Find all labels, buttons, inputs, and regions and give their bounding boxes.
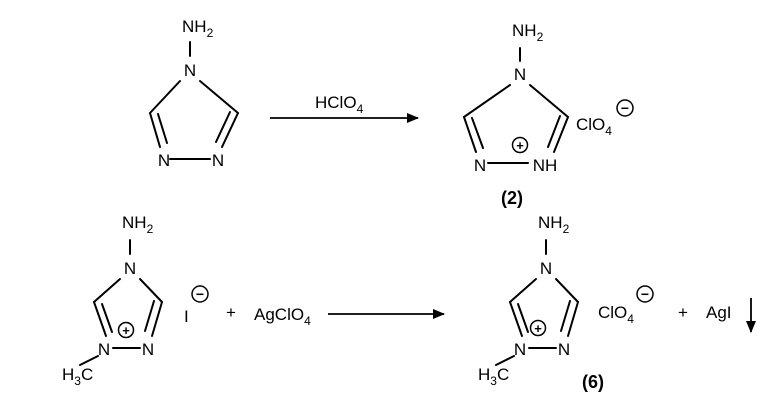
ring-nitrogen-n1: N (98, 340, 110, 359)
methyl-triazolium-ring-bonds (79, 239, 163, 366)
triazolium-ring-bonds (463, 47, 569, 164)
ring-nitrogen-nh: NH (533, 156, 558, 175)
product-2-triazolium-perchlorate: NH2 N N NH + ClO4 − (2) (463, 21, 634, 208)
reagent-hclo4: HClO4 (315, 93, 364, 116)
counter-ion-perchlorate: ClO4 (598, 303, 634, 326)
negative-charge-icon (191, 285, 209, 303)
reactant-methyl-triazolium-iodide: NH2 N N N + H3C I − (62, 213, 209, 388)
counter-ion-iodide: I (184, 307, 189, 326)
ring-nitrogen-n2: N (558, 340, 570, 359)
plus-sign: + (678, 303, 688, 322)
negative-charge-sign: − (621, 100, 629, 116)
triazole-ring-bonds (149, 41, 239, 160)
reagent-agclo4: AgClO4 (254, 305, 311, 328)
ring-nitrogen-n2: N (212, 151, 224, 170)
counter-ion-perchlorate: ClO4 (576, 115, 612, 138)
negative-charge-sign: − (196, 286, 204, 302)
ring-nitrogen-n1: N (474, 156, 486, 175)
ring-nitrogen-n4: N (540, 259, 552, 278)
positive-charge-icon (511, 136, 529, 154)
positive-charge-sign: + (516, 138, 524, 153)
product-6-methyl-triazolium-perchlorate: NH2 N N N + H3C ClO4 − + AgI (6) (478, 213, 756, 392)
amino-group-label: NH2 (182, 17, 214, 40)
compound-label-2: (2) (501, 188, 523, 208)
negative-charge-icon (636, 285, 654, 303)
amino-group-label: NH2 (512, 21, 544, 44)
plus-sign: + (226, 303, 236, 322)
positive-charge-sign: + (122, 323, 130, 338)
compound-label-6: (6) (582, 372, 604, 392)
positive-charge-icon (117, 321, 135, 339)
ring-nitrogen-n4: N (184, 61, 196, 80)
methyl-triazolium-ring-bonds (495, 239, 579, 366)
ring-nitrogen-n1: N (514, 340, 526, 359)
positive-charge-icon (529, 319, 547, 337)
byproduct-agi: AgI (706, 303, 732, 322)
methyl-group-label: H3C (478, 365, 509, 388)
ring-nitrogen-n1: N (158, 151, 170, 170)
ring-nitrogen-n2: N (142, 340, 154, 359)
negative-charge-sign: − (641, 286, 649, 302)
methyl-group-label: H3C (62, 365, 93, 388)
ring-nitrogen-n4: N (124, 259, 136, 278)
reactant-4-amino-triazole: NH2 N N N (149, 17, 239, 170)
ring-nitrogen-n4: N (514, 65, 526, 84)
amino-group-label: NH2 (122, 213, 154, 236)
amino-group-label: NH2 (538, 213, 570, 236)
negative-charge-icon (616, 99, 634, 117)
positive-charge-sign: + (534, 321, 542, 336)
